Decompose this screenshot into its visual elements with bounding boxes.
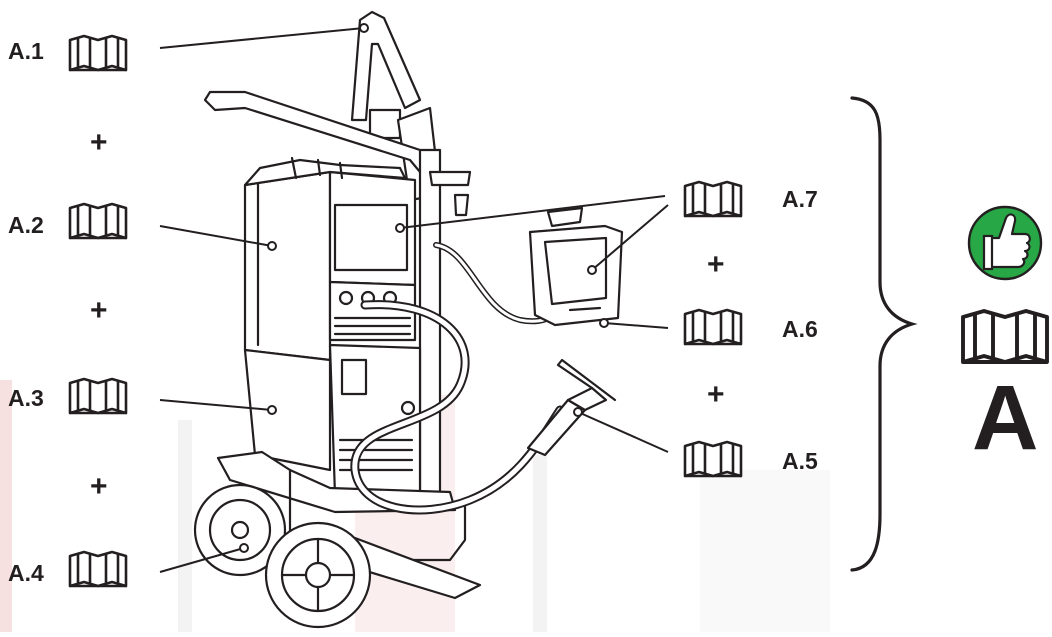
manual-icon-a3 — [68, 377, 128, 415]
label-a2: A.2 — [8, 212, 44, 238]
label-a6: A.6 — [782, 316, 818, 342]
plus-sign-2: + — [90, 294, 108, 327]
manual-icon-a5 — [683, 440, 743, 478]
plus-sign-3: + — [90, 470, 108, 503]
label-a3: A.3 — [8, 385, 44, 411]
label-a1: A.1 — [8, 38, 44, 64]
welding-machine-illustration — [193, 10, 624, 629]
manual-icon-set — [961, 309, 1049, 364]
manual-icon-a4 — [68, 550, 128, 588]
thumbs-up-icon — [967, 205, 1043, 281]
manual-icon-a6 — [683, 308, 743, 346]
callout-line-a4 — [159, 547, 245, 573]
callout-line-a2 — [159, 225, 273, 247]
set-letter: A — [972, 367, 1039, 469]
callout-line-a1 — [159, 27, 365, 49]
label-a4: A.4 — [8, 560, 44, 586]
callout-lines — [159, 27, 669, 573]
callout-line-a5 — [577, 411, 669, 453]
plus-sign-4: + — [707, 248, 725, 281]
label-a7: A.7 — [782, 186, 818, 212]
callout-dots — [239, 23, 609, 553]
grouping-brace — [850, 96, 918, 572]
manual-icon-a2 — [68, 202, 128, 240]
callout-line-a7-right — [591, 204, 669, 271]
label-a5: A.5 — [782, 448, 818, 474]
callout-line-a6 — [603, 322, 669, 329]
manual-icon-a1 — [68, 34, 128, 72]
callout-line-a3 — [159, 399, 273, 411]
plus-sign-1: + — [90, 126, 108, 159]
plus-sign-5: + — [707, 378, 725, 411]
manual-icon-a7 — [683, 180, 743, 218]
callout-line-a7-left — [399, 195, 666, 229]
